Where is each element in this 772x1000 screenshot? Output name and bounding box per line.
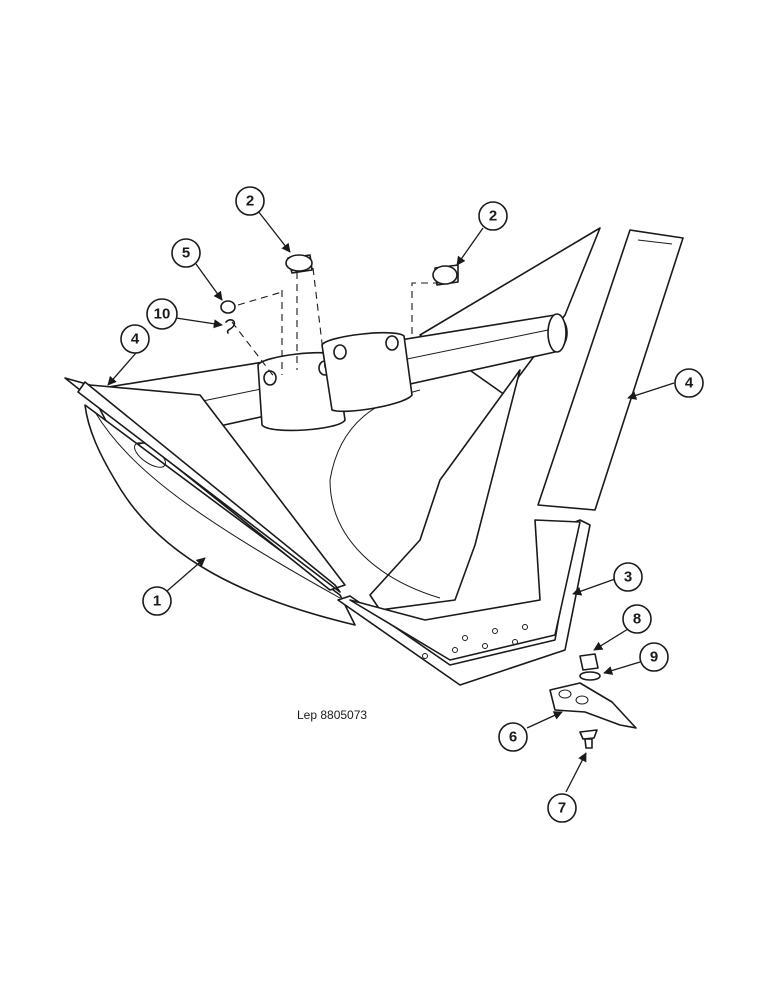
callout-4-left-label: 4 bbox=[131, 331, 140, 348]
callout-9: 9 bbox=[639, 642, 669, 672]
callout-6-label: 6 bbox=[509, 729, 517, 746]
bolt-item-7 bbox=[579, 729, 598, 749]
callout-2-right-label: 2 bbox=[489, 208, 497, 225]
drawing-reference: Lep 8805073 bbox=[297, 708, 367, 722]
mounting-bracket-right bbox=[321, 331, 413, 413]
callout-5: 5 bbox=[171, 238, 201, 268]
callout-7: 7 bbox=[547, 793, 577, 823]
callout-7-label: 7 bbox=[558, 800, 566, 817]
callout-4-left: 4 bbox=[120, 324, 150, 354]
callout-3: 3 bbox=[613, 562, 643, 592]
bottom-u-strip bbox=[337, 519, 591, 686]
callout-5-label: 5 bbox=[182, 245, 190, 262]
callout-8-label: 8 bbox=[633, 611, 641, 628]
callout-4-right-label: 4 bbox=[685, 375, 694, 392]
callout-2-left-label: 2 bbox=[246, 193, 254, 210]
callout-2-right: 2 bbox=[478, 201, 508, 231]
nut-item-5 bbox=[220, 300, 236, 314]
assembly-lines bbox=[231, 267, 440, 379]
callout-10-label: 10 bbox=[154, 306, 171, 323]
nut-item-8 bbox=[579, 653, 599, 671]
washer-item-9 bbox=[579, 671, 601, 681]
callout-3-label: 3 bbox=[624, 569, 632, 586]
callout-6: 6 bbox=[498, 722, 528, 752]
left-disc-plate bbox=[84, 404, 356, 626]
left-top-plate bbox=[64, 377, 346, 593]
callout-8: 8 bbox=[622, 604, 652, 634]
bushing-right bbox=[432, 264, 459, 286]
right-wear-strip bbox=[537, 229, 684, 511]
bushing-left bbox=[285, 254, 313, 274]
leader-lines bbox=[107, 210, 675, 793]
callout-2-left: 2 bbox=[235, 186, 265, 216]
callout-1: 1 bbox=[142, 586, 172, 616]
callout-10: 10 bbox=[146, 298, 178, 330]
tooth-item-6 bbox=[549, 682, 637, 729]
clip-item-10 bbox=[225, 319, 236, 334]
callout-4-right: 4 bbox=[674, 368, 704, 398]
callout-1-label: 1 bbox=[153, 593, 161, 610]
callout-9-label: 9 bbox=[650, 649, 658, 666]
